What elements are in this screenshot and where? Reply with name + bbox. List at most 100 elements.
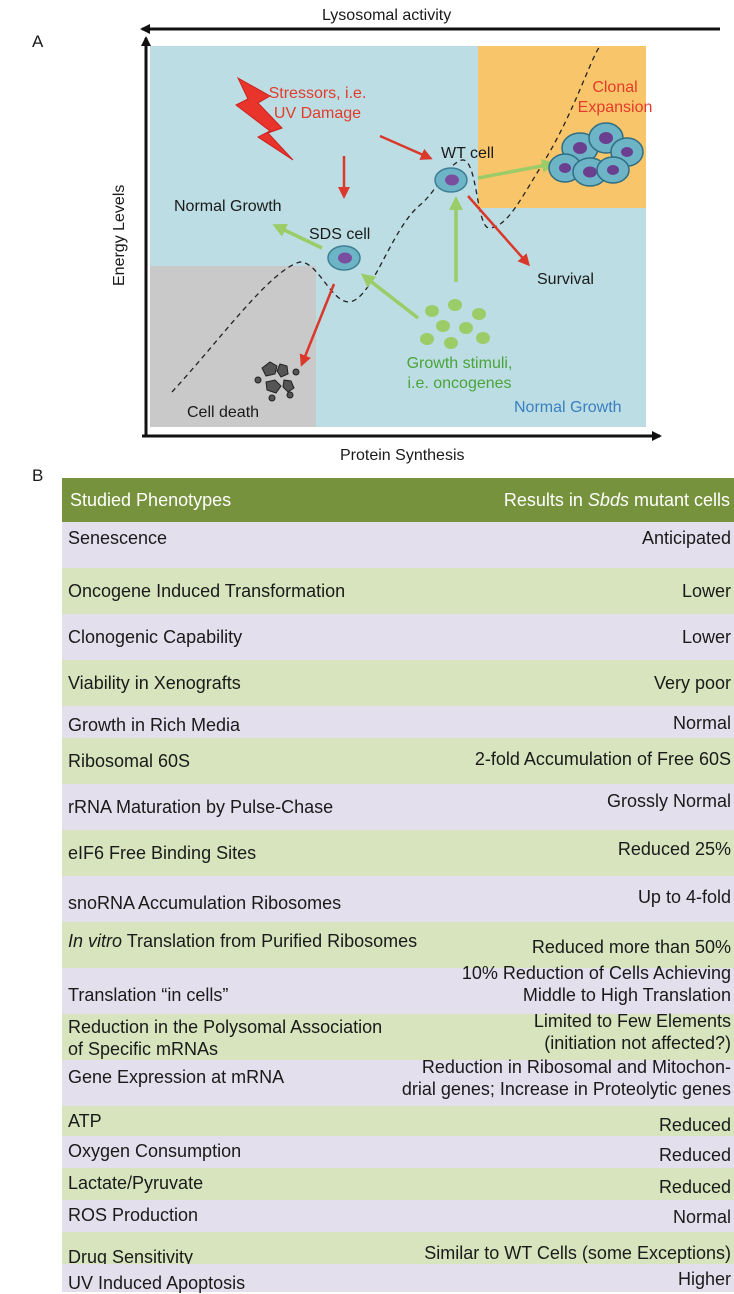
phenotype-text: Translation from Purified Ribosomes — [122, 931, 418, 951]
result-text: 10% Reduction of Cells Achieving — [461, 963, 731, 983]
result-text: Reduced — [658, 1145, 731, 1165]
result-text: (initiation not affected?) — [544, 1033, 731, 1053]
panel-a-letter: A — [32, 32, 44, 51]
arrow-stimuli-to-sds — [360, 273, 420, 320]
table-row: Growth in Rich Media Normal — [62, 706, 734, 738]
result-cell: Reduced 25% — [618, 838, 731, 860]
result-text: Normal — [672, 713, 731, 733]
result-cell: Reduction in Ribosomal and Mitochon-dria… — [402, 1056, 731, 1100]
arrow-wt-to-clonal — [477, 158, 556, 180]
table-row: Oxygen Consumption Reduced — [62, 1136, 734, 1168]
dead-cell-icon — [254, 361, 300, 402]
result-text: Normal — [672, 1207, 731, 1227]
table-row: Drug Sensitivity Similar to WT Cells (som… — [62, 1232, 734, 1267]
table-header: Studied Phenotypes Results in Sbds mutan… — [62, 478, 734, 522]
result-cell: Higher — [678, 1268, 731, 1290]
result-text: Reduced 25% — [617, 839, 731, 859]
result-text: Lower — [681, 581, 731, 601]
phenotype-cell: Senescence — [68, 527, 167, 549]
result-cell: Reduced — [659, 1144, 731, 1166]
phenotype-cell: Viability in Xenografts — [68, 672, 241, 694]
table-row: Oncogene Induced Transformation Lower — [62, 568, 734, 614]
result-text: Reduced — [658, 1177, 731, 1197]
phenotype-text: Viability in Xenografts — [68, 673, 241, 693]
table-row: In vitro Translation from Purified Ribos… — [62, 922, 734, 968]
phenotype-text: Gene Expression at mRNA — [68, 1067, 285, 1087]
normal-growth-left-label: Normal Growth — [174, 198, 282, 215]
phenotype-cell: rRNA Maturation by Pulse-Chase — [68, 796, 333, 818]
result-cell: Limited to Few Elements(initiation not a… — [534, 1010, 731, 1054]
wt-cell-icon — [434, 167, 468, 193]
result-cell: Reduced more than 50% — [532, 936, 731, 958]
wt-cell-label: WT cell — [441, 145, 495, 162]
phenotype-cell: Lactate/Pyruvate — [68, 1172, 203, 1194]
result-cell: Reduced — [659, 1176, 731, 1198]
table-row: ROS Production Normal — [62, 1200, 734, 1232]
phenotype-text: ROS Production — [68, 1205, 199, 1225]
result-cell: Very poor — [654, 672, 731, 694]
phenotype-text: Oxygen Consumption — [68, 1141, 242, 1161]
result-text: Reduced more than 50% — [531, 937, 731, 957]
survival-label: Survival — [537, 271, 594, 288]
phenotype-text: Oncogene Induced Transformation — [68, 581, 346, 601]
result-cell: Normal — [673, 712, 731, 734]
result-text: Lower — [681, 627, 731, 647]
result-text: Anticipated — [641, 528, 731, 548]
result-text: Grossly Normal — [606, 791, 731, 811]
result-cell: Normal — [673, 1206, 731, 1228]
phenotype-text-line2: of Specific mRNAs — [68, 1039, 219, 1059]
phenotype-italic: In vitro — [68, 931, 123, 951]
result-text: Reduction in Ribosomal and Mitochon- — [421, 1057, 731, 1077]
table-row: Senescence Anticipated — [62, 522, 734, 568]
phenotype-cell: Oncogene Induced Transformation — [68, 580, 345, 602]
phenotype-cell: snoRNA Accumulation Ribosomes — [68, 892, 341, 914]
phenotype-cell: Growth in Rich Media — [68, 714, 240, 736]
result-cell: 2-fold Accumulation of Free 60S — [475, 748, 731, 770]
arrow-stress-to-wt — [379, 134, 433, 160]
phenotype-text: snoRNA Accumulation Ribosomes — [68, 893, 342, 913]
panel-a-diagram — [140, 24, 720, 441]
header-results: Results in Sbds mutant cells — [503, 489, 730, 510]
result-text: Higher — [677, 1269, 731, 1289]
phenotype-cell: Gene Expression at mRNA — [68, 1066, 284, 1088]
phenotype-cell: ATP — [68, 1110, 102, 1132]
result-cell: Similar to WT Cells (some Exceptions) — [424, 1242, 731, 1264]
phenotype-text: eIF6 Free Binding Sites — [68, 843, 257, 863]
stressors-label: Stressors, i.e.UV Damage — [268, 85, 367, 122]
phenotype-cell: Translation “in cells” — [68, 984, 228, 1006]
protein-synthesis-label: Protein Synthesis — [340, 447, 465, 464]
header-studied-phenotypes: Studied Phenotypes — [70, 489, 232, 510]
cell-cluster-icon — [548, 122, 644, 187]
result-text: Up to 4-fold — [637, 887, 731, 907]
phenotype-text: Reduction in the Polysomal Association — [68, 1017, 383, 1037]
normal-growth-bottom-label: Normal Growth — [514, 399, 622, 416]
phenotype-text: ATP — [68, 1111, 102, 1131]
result-cell: Up to 4-fold — [638, 886, 731, 908]
panel-b-letter: B — [32, 466, 44, 485]
phenotype-cell: Drug Sensitivity — [68, 1246, 193, 1268]
table-row: rRNA Maturation by Pulse-Chase Grossly No… — [62, 784, 734, 830]
phenotype-text: Growth in Rich Media — [68, 715, 241, 735]
result-text: 2-fold Accumulation of Free 60S — [474, 749, 731, 769]
phenotype-cell: In vitro Translation from Purified Ribos… — [68, 930, 417, 952]
arrow-sds-to-death — [299, 283, 336, 367]
phenotype-cell: Clonogenic Capability — [68, 626, 242, 648]
phenotype-text: rRNA Maturation by Pulse-Chase — [68, 797, 334, 817]
result-cell: Grossly Normal — [607, 790, 731, 812]
phenotype-text: Drug Sensitivity — [68, 1247, 194, 1267]
phenotype-cell: Oxygen Consumption — [68, 1140, 241, 1162]
result-cell: Lower — [682, 580, 731, 602]
arrow-wt-to-survival — [467, 195, 530, 267]
phenotype-cell: eIF6 Free Binding Sites — [68, 842, 256, 864]
lysosomal-activity-label: Lysosomal activity — [322, 7, 452, 24]
table-row: snoRNA Accumulation Ribosomes Up to 4-fol… — [62, 876, 734, 922]
result-cell: Lower — [682, 626, 731, 648]
result-text: Limited to Few Elements — [533, 1011, 731, 1031]
table-row: Clonogenic Capability Lower — [62, 614, 734, 660]
table-row: Translation “in cells” 10% Reduction of C… — [62, 963, 734, 1014]
